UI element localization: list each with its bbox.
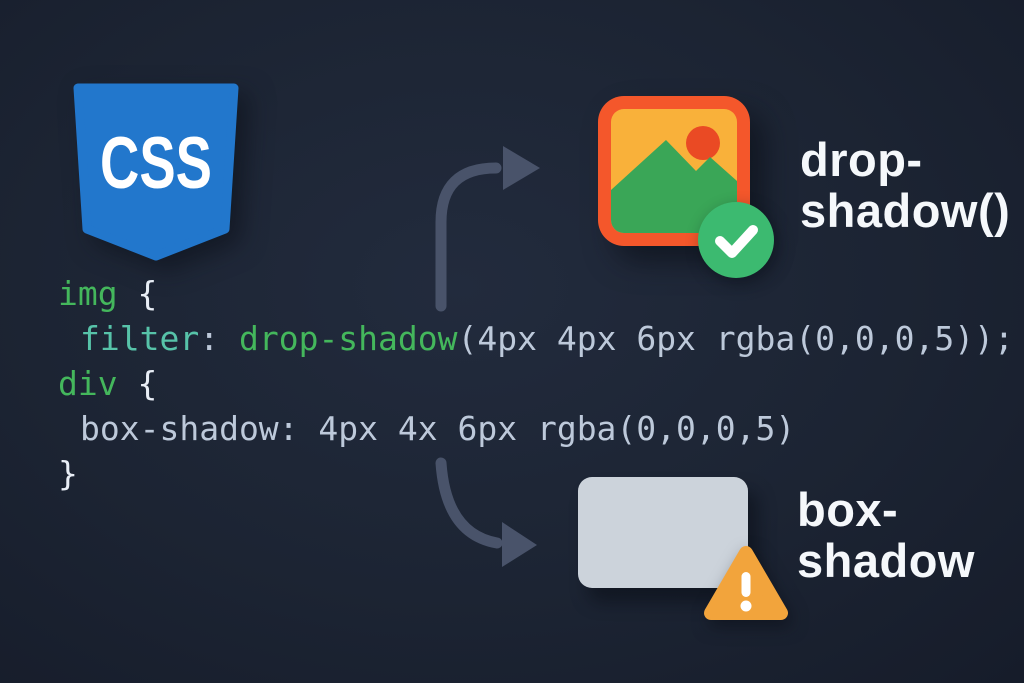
picture-frame-icon xyxy=(598,96,750,246)
warning-badge xyxy=(701,541,791,625)
code-line-filter-declaration: filter: drop-shadow(4px 4px 6px rgba(0,0… xyxy=(58,316,1014,361)
plain-box xyxy=(578,477,748,588)
drop-shadow-label: drop- shadow() xyxy=(800,134,1010,236)
exclamation-dot xyxy=(740,600,752,612)
css-logo-text: CSS xyxy=(100,123,212,204)
image-icon xyxy=(598,96,750,246)
css-logo: CSS xyxy=(73,83,239,261)
selector-token: img xyxy=(58,274,118,313)
exclamation-bar xyxy=(741,572,751,597)
code-line-close-brace: } xyxy=(58,451,1014,496)
mountains-icon xyxy=(611,140,737,233)
code-line-div-selector: div { xyxy=(58,361,1014,406)
box-shadow-label-line2: shadow xyxy=(797,534,975,587)
checkmark-icon xyxy=(698,202,774,278)
drop-shadow-label-line2: shadow() xyxy=(800,184,1011,237)
code-line-img-selector: img { xyxy=(58,271,1014,316)
code-block: img { filter: drop-shadow(4px 4px 6px rg… xyxy=(58,271,1014,496)
open-brace-token: { xyxy=(117,364,158,403)
box-shadow-label-line1: box- xyxy=(797,483,899,536)
open-brace-token: { xyxy=(117,274,158,313)
value-token: (4px 4px 6px rgba(0,0,0,5)); xyxy=(457,319,1014,358)
code-line-box-shadow-declaration: box-shadow: 4px 4x 6px rgba(0,0,0,5) xyxy=(58,406,1014,451)
close-brace-token: } xyxy=(58,454,78,493)
sun-icon xyxy=(686,126,720,160)
drop-shadow-label-line1: drop- xyxy=(800,133,923,186)
selector-token: div xyxy=(58,364,118,403)
property-token: filter xyxy=(80,319,200,358)
function-token: drop-shadow xyxy=(238,319,458,358)
css-shield-icon xyxy=(73,83,239,261)
colon-token: : xyxy=(199,319,239,358)
box-shadow-label: box- shadow xyxy=(797,484,975,586)
declaration-token: box-shadow: 4px 4x 6px rgba(0,0,0,5) xyxy=(80,409,796,448)
warning-triangle-icon xyxy=(704,546,788,620)
check-badge xyxy=(698,202,774,278)
